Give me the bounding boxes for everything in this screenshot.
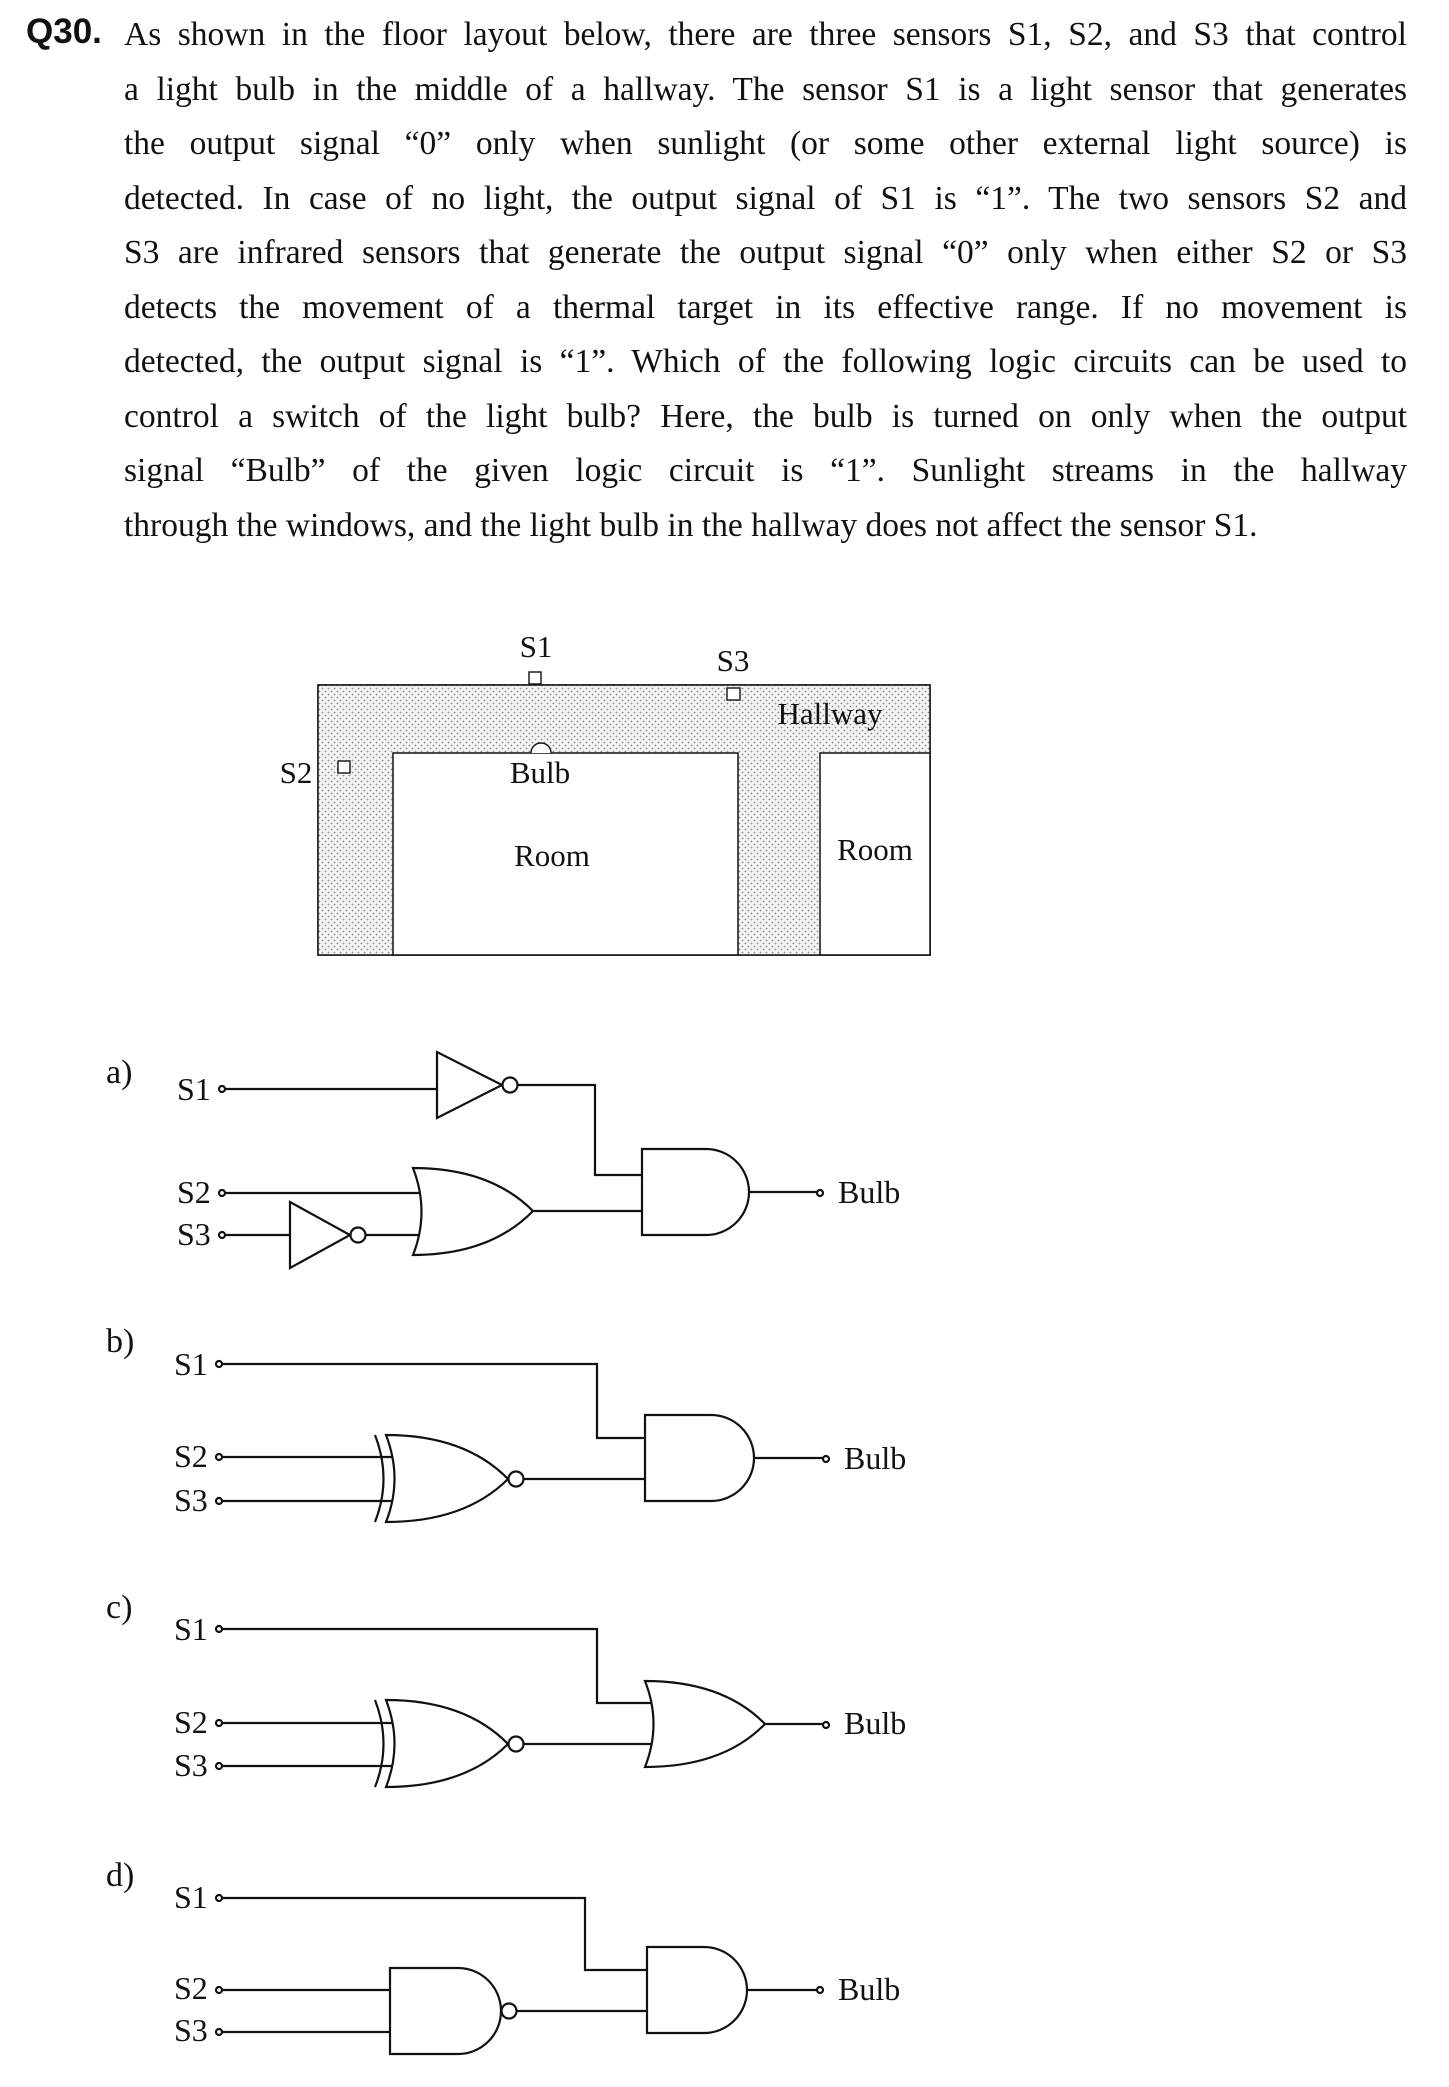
wire [222,1362,645,1440]
and-gate [643,1413,756,1503]
nand-gate [388,1966,503,2056]
room-right-box [819,752,931,956]
option-label: a) [106,1054,132,1091]
input-s3-label: S3 [177,1216,211,1252]
input-terminal [217,1188,227,1198]
xor-back-curve [373,1434,385,1523]
option-b: b) S1 S2 S3 Bulb [106,1323,906,1524]
input-s3-label: S3 [174,2012,208,2048]
question-line: detected, the output signal is “1”. Whic… [124,343,1407,380]
question-number: Q30. [26,12,102,51]
s1-sensor-icon [528,671,542,685]
question-line: a light bulb in the middle of a hallway.… [124,70,1407,108]
bulb-icon [530,742,552,754]
s3-label: S3 [717,643,750,678]
option-d: d) S1 S2 S3 Bulb [106,1857,900,2056]
input-terminal [214,1985,224,1995]
or-gate [643,1679,767,1769]
xor-back-curve [373,1699,385,1788]
option-label: d) [106,1857,134,1894]
input-terminal [214,1718,224,1728]
or-gate [411,1166,535,1257]
xnor-bubble [507,1470,525,1488]
input-s3-label: S3 [174,1482,208,1518]
input-s2-label: S2 [174,1438,208,1474]
and-gate [640,1147,751,1237]
input-s2-label: S2 [177,1174,211,1210]
input-terminal [214,1452,224,1462]
question-line: control a switch of the light bulb? Here… [124,397,1407,435]
s2-sensor-icon [337,760,351,774]
room-left-box [392,752,739,956]
question-text: As shown in the floor layout below, ther… [124,8,1407,553]
output-label: Bulb [838,1971,900,2007]
option-a: a) S1 S2 S3 Bulb [106,1050,900,1270]
question-line: detected. In case of no light, the outpu… [124,179,1407,217]
not-bubble [501,1076,519,1094]
question-line: As shown in the floor layout below, ther… [124,16,1407,53]
not-bubble [349,1226,367,1244]
xnor-gate [384,1433,510,1524]
s3-sensor-icon [726,687,741,701]
not-gate-s3 [288,1200,353,1270]
input-terminal [214,1624,224,1634]
output-terminal [821,1454,831,1464]
bulb-label: Bulb [510,755,570,790]
input-terminal [217,1230,227,1240]
output-label: Bulb [844,1440,906,1476]
input-terminal [214,1761,224,1771]
s2-label: S2 [280,755,313,790]
option-label: c) [106,1589,132,1626]
hallway-top [318,685,930,753]
input-terminal [214,1359,224,1369]
input-s2-label: S2 [174,1704,208,1740]
input-terminal [214,1496,224,1506]
input-s1-label: S1 [174,1611,208,1647]
wire [222,1896,647,1972]
xnor-gate [384,1698,510,1789]
s1-label: S1 [520,629,553,664]
and-gate [645,1945,749,2035]
output-label: Bulb [844,1705,906,1741]
input-s1-label: S1 [174,1879,208,1915]
option-label: b) [106,1323,134,1360]
hallway-label: Hallway [777,696,883,731]
input-s2-label: S2 [174,1970,208,2006]
input-terminal [217,1084,227,1094]
input-s3-label: S3 [174,1747,208,1783]
option-c: c) S1 S2 S3 Bulb [106,1589,906,1789]
input-terminal [214,2027,224,2037]
not-gate-s1 [435,1050,505,1120]
question-line: S3 are infrared sensors that generate th… [124,234,1407,271]
question-line: detects the movement of a thermal target… [124,288,1407,326]
question-line: signal “Bulb” of the given logic circuit… [124,452,1407,489]
floor-plan: S1 S3 S2 Hallway Bulb Room Room [280,629,931,956]
hallway-middle [738,685,820,955]
question-line: through the windows, and the light bulb … [124,506,1258,544]
output-terminal [815,1188,825,1198]
nand-bubble [500,2002,518,2020]
room-right-label: Room [837,832,913,867]
hallway-left [318,685,393,955]
output-terminal [821,1720,831,1730]
room-left-label: Room [514,838,590,873]
wire [222,1627,655,1705]
question-line: the output signal “0” only when sunlight… [124,125,1407,162]
output-terminal [815,1985,825,1995]
wire [517,1083,642,1177]
output-label: Bulb [838,1174,900,1210]
input-s1-label: S1 [177,1071,211,1107]
input-s1-label: S1 [174,1346,208,1382]
input-terminal [214,1893,224,1903]
xnor-bubble [507,1735,525,1753]
